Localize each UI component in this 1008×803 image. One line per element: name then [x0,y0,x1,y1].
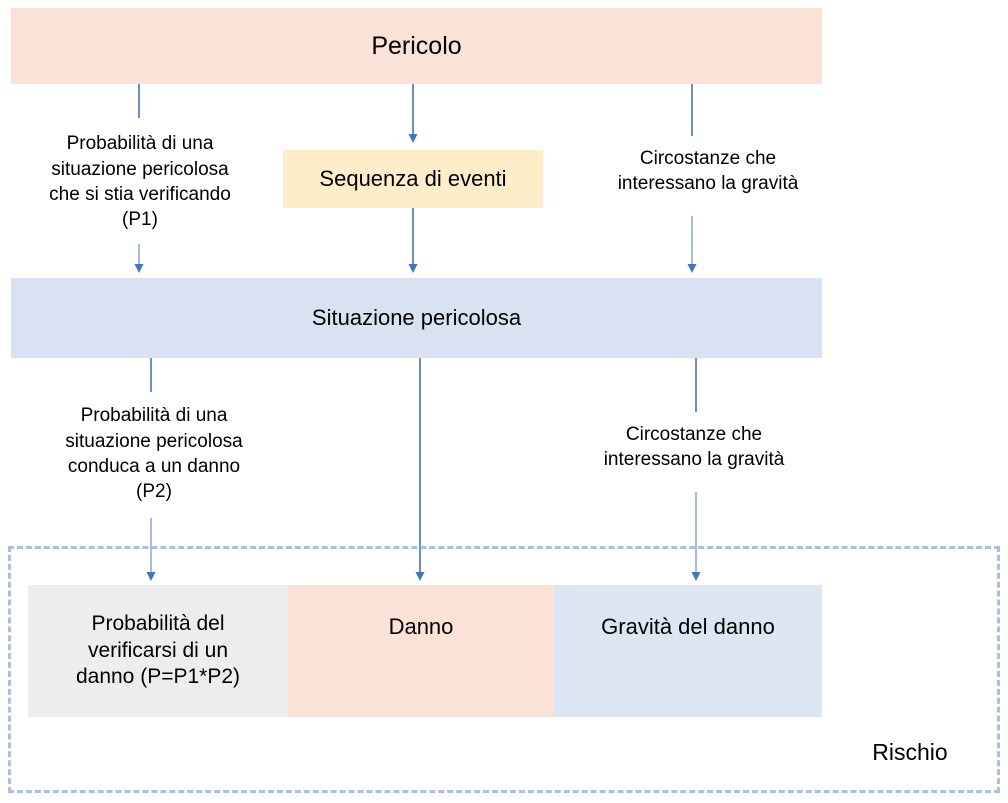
node-gravita-del-danno[interactable]: Gravità del danno [554,585,822,717]
edge-label-p2: Probabilità di una situazione pericolosa… [65,405,243,503]
node-pericolo[interactable]: Pericolo [11,8,822,84]
edge-label-circostanze-bottom: Circostanze che interessano la gravità [603,423,785,470]
edge-label-p1: Probabilità di una situazione pericolosa… [49,133,231,231]
edge-label-circostanze-top: Circostanze che interessano la gravità [617,147,799,194]
node-danno[interactable]: Danno [288,585,554,717]
node-sequenza-di-eventi[interactable]: Sequenza di eventi [283,150,543,208]
rischio-group-container [8,546,1000,793]
node-situazione-pericolosa[interactable]: Situazione pericolosa [11,278,822,358]
node-probabilita-del-verificarsi-di-un-danno[interactable]: Probabilità del verificarsi di un danno … [28,585,288,717]
rischio-group-label: Rischio [872,738,948,765]
